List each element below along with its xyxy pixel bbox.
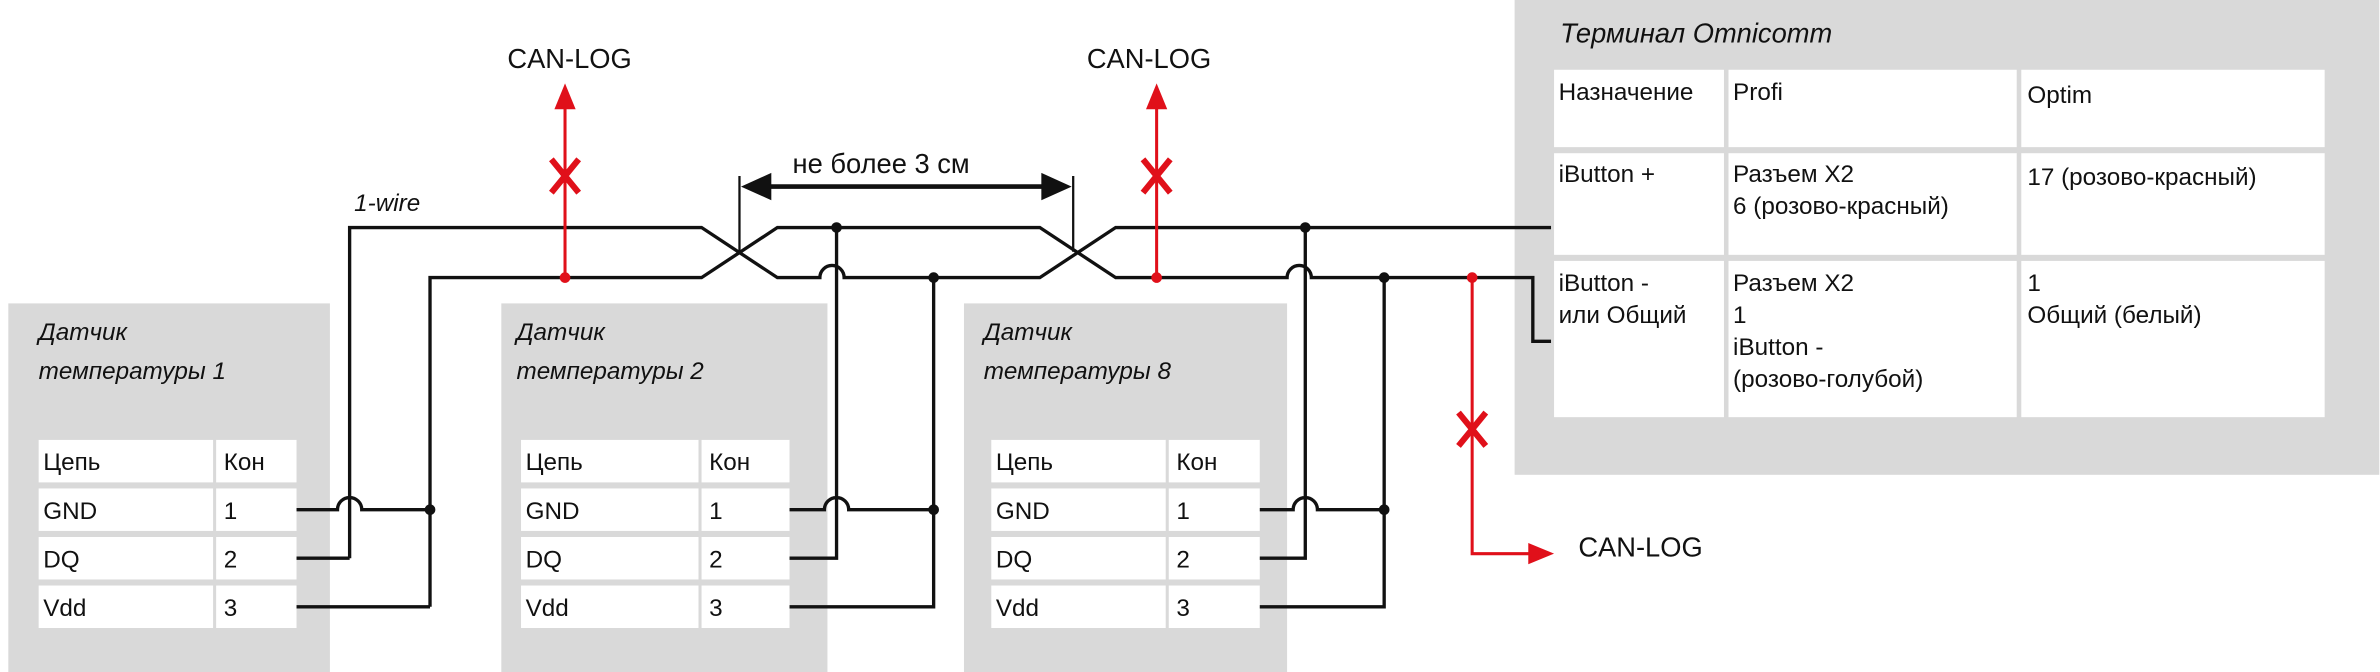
sensor-cell: DQ: [996, 546, 1032, 573]
terminal-cell: iButton -: [1559, 270, 1649, 297]
terminal-cell: iButton -: [1733, 334, 1823, 361]
can-log-label: CAN-LOG: [507, 43, 631, 74]
sensor-cell: 3: [224, 595, 238, 622]
sensor-cell: Кон: [709, 449, 750, 476]
can-log-label: CAN-LOG: [1578, 532, 1702, 563]
terminal-cell: Разъем X2: [1733, 270, 1854, 297]
distance-dimension: [738, 172, 1075, 252]
sensor-cell: 3: [709, 595, 723, 622]
sensor-title: температуры 8: [984, 358, 1172, 385]
terminal-cell: Разъем X2: [1733, 161, 1854, 188]
sensor-cell: DQ: [43, 546, 79, 573]
sensor-cell: 3: [1176, 595, 1190, 622]
sensor-cell: Кон: [224, 449, 265, 476]
sensor-cell: Цепь: [996, 449, 1053, 476]
terminal-cell: 1: [2027, 270, 2041, 297]
terminal-cell: 1: [1733, 302, 1747, 329]
sensor-cell: GND: [996, 498, 1050, 525]
can-log-tap-2: [1140, 83, 1173, 283]
sensor-title: Датчик: [513, 319, 606, 346]
terminal-cell: или Общий: [1559, 302, 1687, 329]
sensor-cell: 1: [1176, 498, 1190, 525]
cross-icon: [549, 157, 582, 195]
sensor-cell: GND: [526, 498, 580, 525]
sensor-title: температуры 1: [39, 358, 226, 385]
sensor-cell: GND: [43, 498, 97, 525]
sensor-title: Датчик: [36, 319, 129, 346]
sensor-title: Датчик: [981, 319, 1074, 346]
can-log-tap-1: [549, 83, 582, 283]
cross-icon: [1456, 410, 1489, 448]
distance-label: не более 3 см: [793, 148, 970, 179]
terminal-cell: (розово-голубой): [1733, 366, 1923, 393]
one-wire-bus: [296, 222, 1552, 609]
terminal-block: Терминал Omnicomm Назначение Profi Optim…: [1514, 0, 2380, 475]
terminal-cell: 6 (розово-красный): [1733, 193, 1949, 220]
sensor-cell: Цепь: [43, 449, 100, 476]
terminal-title: Терминал Omnicomm: [1560, 17, 1832, 48]
sensor-cell: 2: [709, 546, 723, 573]
sensor-cell: 1: [224, 498, 238, 525]
terminal-cell: 17 (розово-красный): [2027, 164, 2256, 191]
sensor-title: температуры 2: [516, 358, 704, 385]
terminal-header-purpose: Назначение: [1559, 79, 1694, 106]
sensor-cell: 2: [224, 546, 238, 573]
sensor-cell: 2: [1176, 546, 1190, 573]
sensor-cell: 1: [709, 498, 723, 525]
can-log-label: CAN-LOG: [1087, 43, 1211, 74]
sensor-cell: Vdd: [996, 595, 1039, 622]
cross-icon: [1140, 157, 1173, 195]
sensor-cell: Vdd: [526, 595, 569, 622]
can-log-tap-3: [1456, 272, 1555, 565]
terminal-header-profi: Profi: [1733, 79, 1783, 106]
sensor-cell: Кон: [1176, 449, 1217, 476]
sensor-cell: DQ: [526, 546, 562, 573]
sensor-cell: Vdd: [43, 595, 86, 622]
one-wire-label: 1-wire: [354, 190, 420, 217]
terminal-header-optim: Optim: [2027, 82, 2092, 109]
sensor-cell: Цепь: [526, 449, 583, 476]
terminal-cell: Общий (белый): [2027, 302, 2201, 329]
terminal-cell: iButton +: [1559, 161, 1655, 188]
